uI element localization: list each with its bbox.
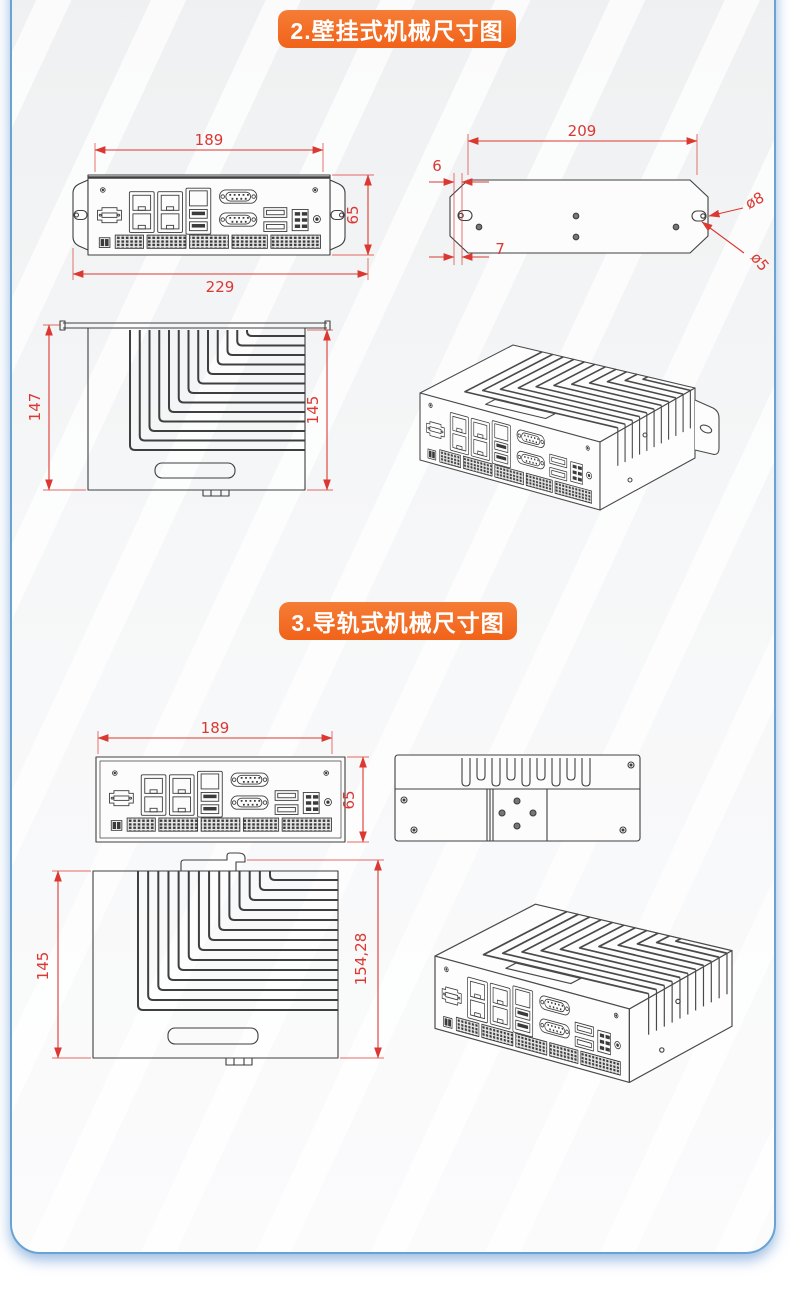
- din-rail-front-view: 189 65: [95, 719, 369, 843]
- dimension-slot-gap: 7: [429, 240, 505, 261]
- dimension-keyhole-small: ø5: [701, 221, 773, 275]
- banner-text: 3.导轨式机械尺寸图: [291, 610, 505, 636]
- dim-label-229: 229: [206, 278, 235, 296]
- din-rail-isometric-view: [434, 903, 733, 1083]
- dim-label-145: 145: [304, 396, 322, 425]
- dim-label-189: 189: [195, 131, 224, 149]
- dimension-inner-width: 189: [94, 131, 324, 172]
- dimension-height: 65: [340, 756, 369, 843]
- section-banner-wall-mount: 2.壁挂式机械尺寸图: [278, 10, 516, 48]
- heatsink-fins-top-view: [137, 871, 338, 1011]
- heatsink-fins-top-view: [129, 330, 305, 451]
- heatsink-fins-iso: [464, 351, 691, 466]
- dim-label-189: 189: [201, 719, 230, 737]
- section-banner-din-rail: 3.导轨式机械尺寸图: [279, 602, 517, 640]
- dim-label-209: 209: [568, 122, 597, 140]
- dimension-left-depth: 147: [26, 324, 86, 491]
- dim-label-147: 147: [26, 393, 44, 422]
- dim-label-6: 6: [432, 157, 442, 175]
- wall-mount-top-view: 147 145: [26, 320, 333, 497]
- dim-label-d8: ø8: [742, 188, 767, 213]
- iso-device-drawing: [419, 344, 720, 511]
- iso-device-drawing: [434, 903, 733, 1083]
- dimension-right-depth: 145: [304, 329, 333, 491]
- dimension-width: 189: [97, 719, 333, 754]
- wall-mount-front-view: 189 229 65: [72, 131, 374, 296]
- banner-text: 2.壁挂式机械尺寸图: [290, 18, 504, 44]
- dim-label-d5: ø5: [747, 249, 773, 275]
- wall-mount-isometric-view: [419, 344, 720, 511]
- dim-label-65: 65: [344, 205, 362, 224]
- dimension-right-depth: 154,28: [247, 859, 384, 1059]
- dimension-plate-width: 209: [467, 122, 698, 175]
- dimension-height: 65: [332, 174, 374, 256]
- dimension-left-depth: 145: [34, 870, 91, 1059]
- fin-slots: [461, 758, 591, 787]
- dim-label-7: 7: [495, 240, 505, 258]
- heatsink-fins-iso: [482, 910, 728, 1035]
- dim-label-154-28: 154,28: [352, 933, 370, 986]
- dimension-edge-gap: 6: [429, 157, 489, 265]
- dim-label-145: 145: [34, 952, 52, 981]
- din-rail-rear-view: [394, 754, 641, 842]
- dimension-outer-width: 229: [72, 248, 369, 296]
- din-rail-top-view: 145 154,28: [34, 852, 384, 1066]
- wall-mount-plate-view: 209 6 7 ø8 ø5: [429, 122, 773, 275]
- dimension-keyhole-large: ø8: [708, 188, 767, 218]
- dim-label-65: 65: [340, 790, 358, 809]
